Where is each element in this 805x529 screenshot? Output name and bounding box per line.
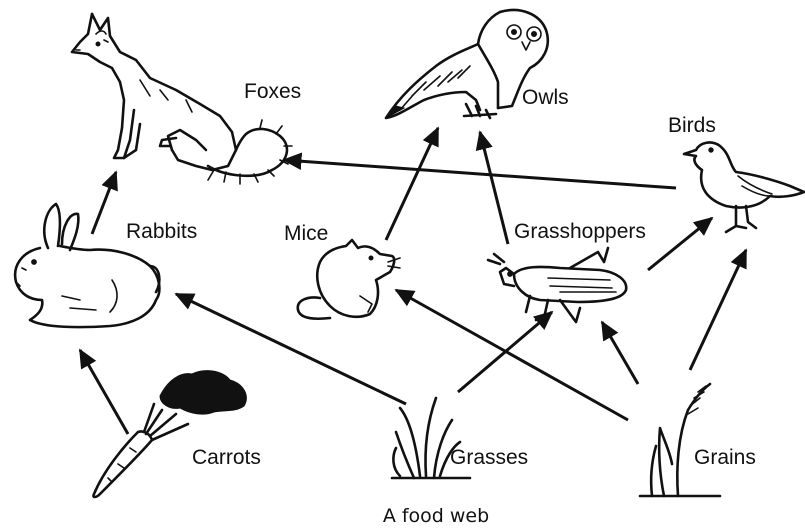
arrow-birds-foxes (284, 160, 676, 188)
bird-icon (684, 143, 804, 232)
arrow-carrots-rabbits (80, 350, 128, 434)
arrow-grains-mice (396, 290, 628, 420)
grasshopper-icon (488, 248, 626, 322)
diagram-caption: A food web (383, 505, 489, 527)
mouse-icon (298, 240, 400, 319)
arrow-grasshoppers-birds (648, 218, 712, 270)
arrow-rabbits-foxes (92, 172, 116, 234)
foxes-label: Foxes (244, 80, 301, 103)
carrot-icon (93, 371, 246, 497)
owls-label: Owls (522, 86, 569, 109)
grains-label: Grains (694, 446, 756, 469)
mice-label: Mice (284, 222, 328, 245)
grasshoppers-label: Grasshoppers (514, 220, 646, 243)
arrow-mice-owls (386, 128, 438, 240)
grasses-label: Grasses (450, 446, 528, 469)
grain-icon (640, 384, 720, 496)
arrow-grains-birds (690, 250, 746, 370)
rabbits-label: Rabbits (126, 220, 197, 243)
birds-label: Birds (668, 114, 716, 137)
arrow-grasshoppers-owls (480, 132, 508, 244)
carrots-label: Carrots (192, 446, 261, 469)
arrow-grains-grasshoppers (602, 322, 638, 384)
